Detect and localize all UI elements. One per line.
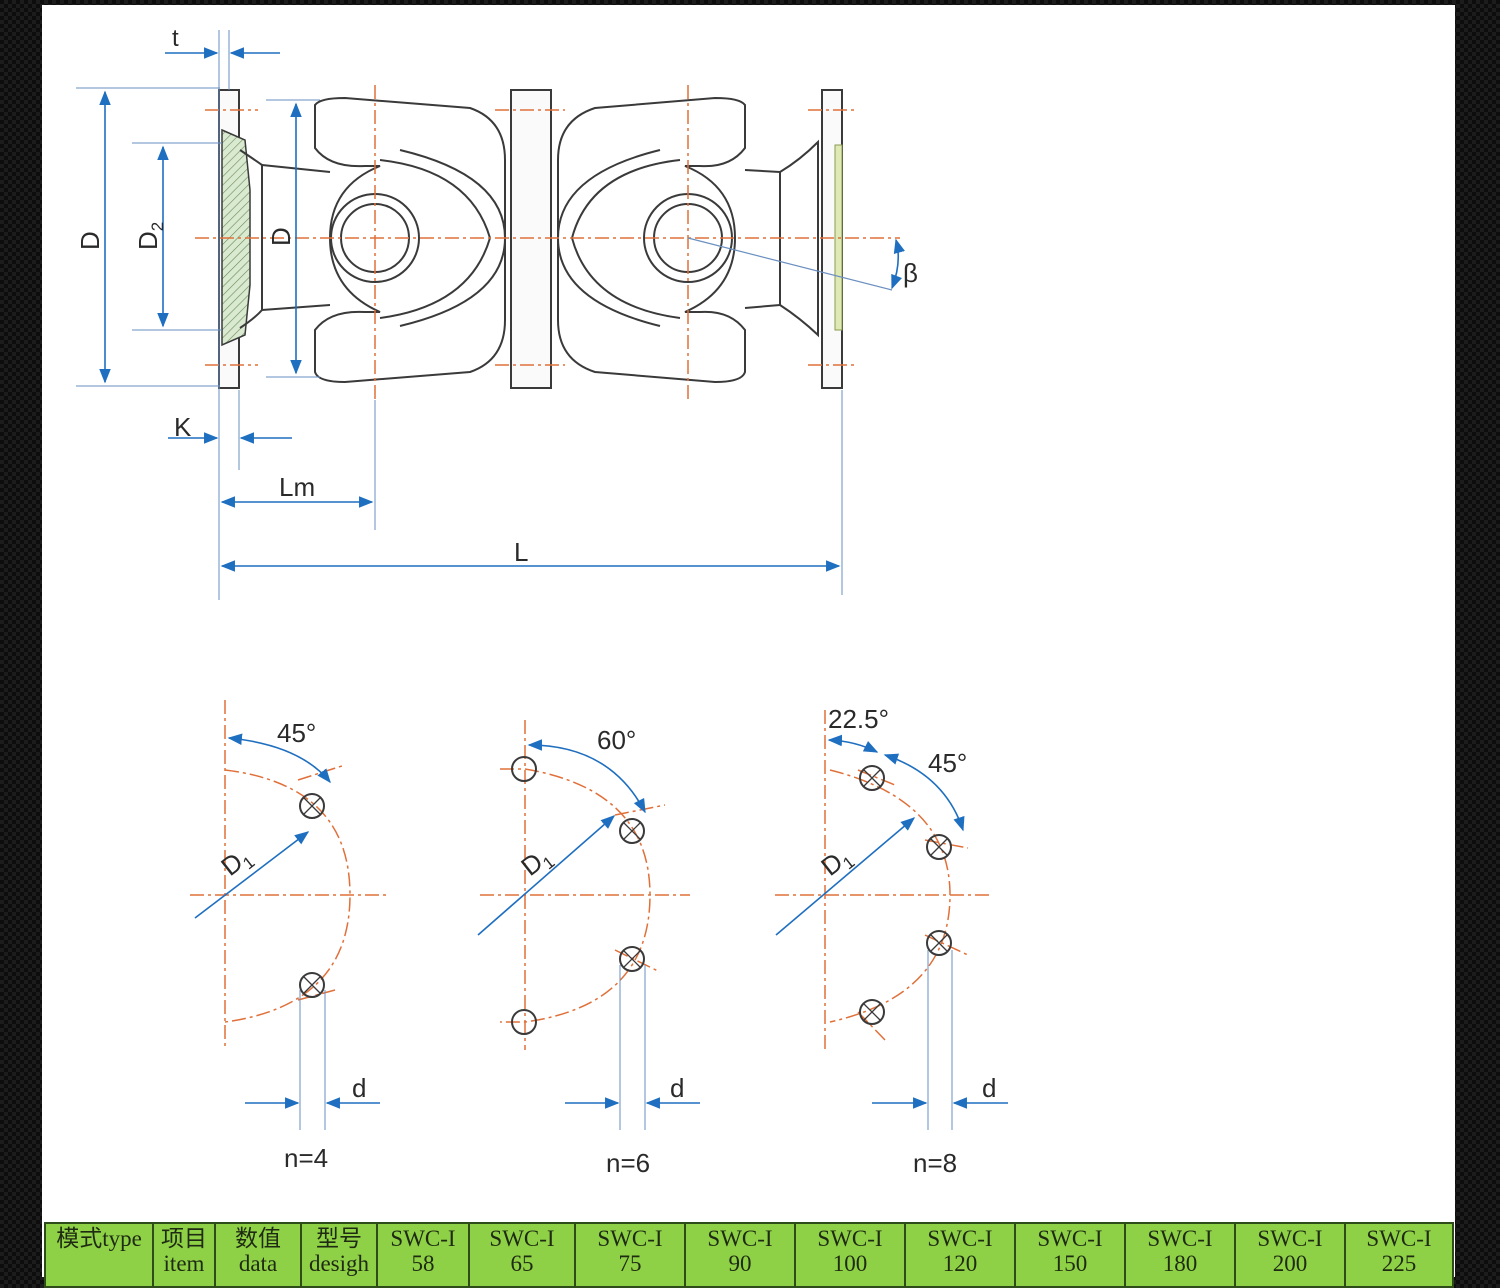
n-label: n=8	[913, 1148, 957, 1178]
svg-text:D2: D2	[133, 222, 167, 250]
centerlines	[195, 85, 900, 400]
bolt-hole	[299, 793, 325, 819]
d-label: d	[352, 1073, 366, 1103]
n-label: n=4	[284, 1143, 328, 1173]
beta-label: β	[903, 258, 918, 288]
bolt-pattern-n6: 60° D1 d n=6	[477, 720, 700, 1178]
shaft-assembly	[218, 89, 843, 389]
n-label: n=6	[606, 1148, 650, 1178]
assembly-labels: t D D2 D β K Lm L	[75, 25, 918, 567]
l-label: L	[514, 537, 528, 567]
k-label: K	[174, 412, 192, 442]
bolt-hole	[926, 834, 952, 860]
d-outer-label: D	[75, 231, 105, 250]
lm-label: Lm	[279, 472, 315, 502]
left-yoke	[314, 96, 506, 384]
d-inner-label: D	[266, 227, 296, 246]
angle-label: 60°	[597, 725, 636, 755]
bolt-hole	[511, 1009, 537, 1035]
svg-text:D1: D1	[515, 841, 558, 885]
bolt-hole	[511, 756, 537, 782]
d2-label: D	[133, 231, 163, 250]
left-hub	[239, 149, 263, 329]
angle-label: 45°	[277, 718, 316, 748]
angle2-label: 22.5°	[828, 704, 889, 734]
bolt-hole	[619, 946, 645, 972]
angle-label: 45°	[928, 748, 967, 778]
bolt-hole	[926, 930, 952, 956]
center-flange	[510, 89, 552, 389]
technical-drawing: t D D2 D β K Lm L	[75, 25, 1008, 1178]
bolt-hole	[859, 999, 885, 1025]
header-type: 模式type	[44, 1222, 154, 1288]
drawing-sheet: t D D2 D β K Lm L	[42, 5, 1455, 1277]
t-label: t	[172, 25, 179, 52]
svg-text:D1: D1	[815, 841, 858, 885]
d2-subscript: 2	[148, 222, 167, 231]
d-label: d	[670, 1073, 684, 1103]
right-yoke	[557, 96, 746, 384]
bolt-pattern-n8: 22.5° 45° D1 d n=8	[775, 704, 1008, 1178]
bolt-hole	[619, 818, 645, 844]
left-flange-hatch	[221, 128, 251, 347]
dimension-lines	[76, 30, 905, 600]
bolt-hole	[299, 972, 325, 998]
svg-text:D1: D1	[215, 841, 258, 885]
bolt-pattern-n4: 45° D1 d n=4	[190, 700, 390, 1173]
d-label: d	[982, 1073, 996, 1103]
